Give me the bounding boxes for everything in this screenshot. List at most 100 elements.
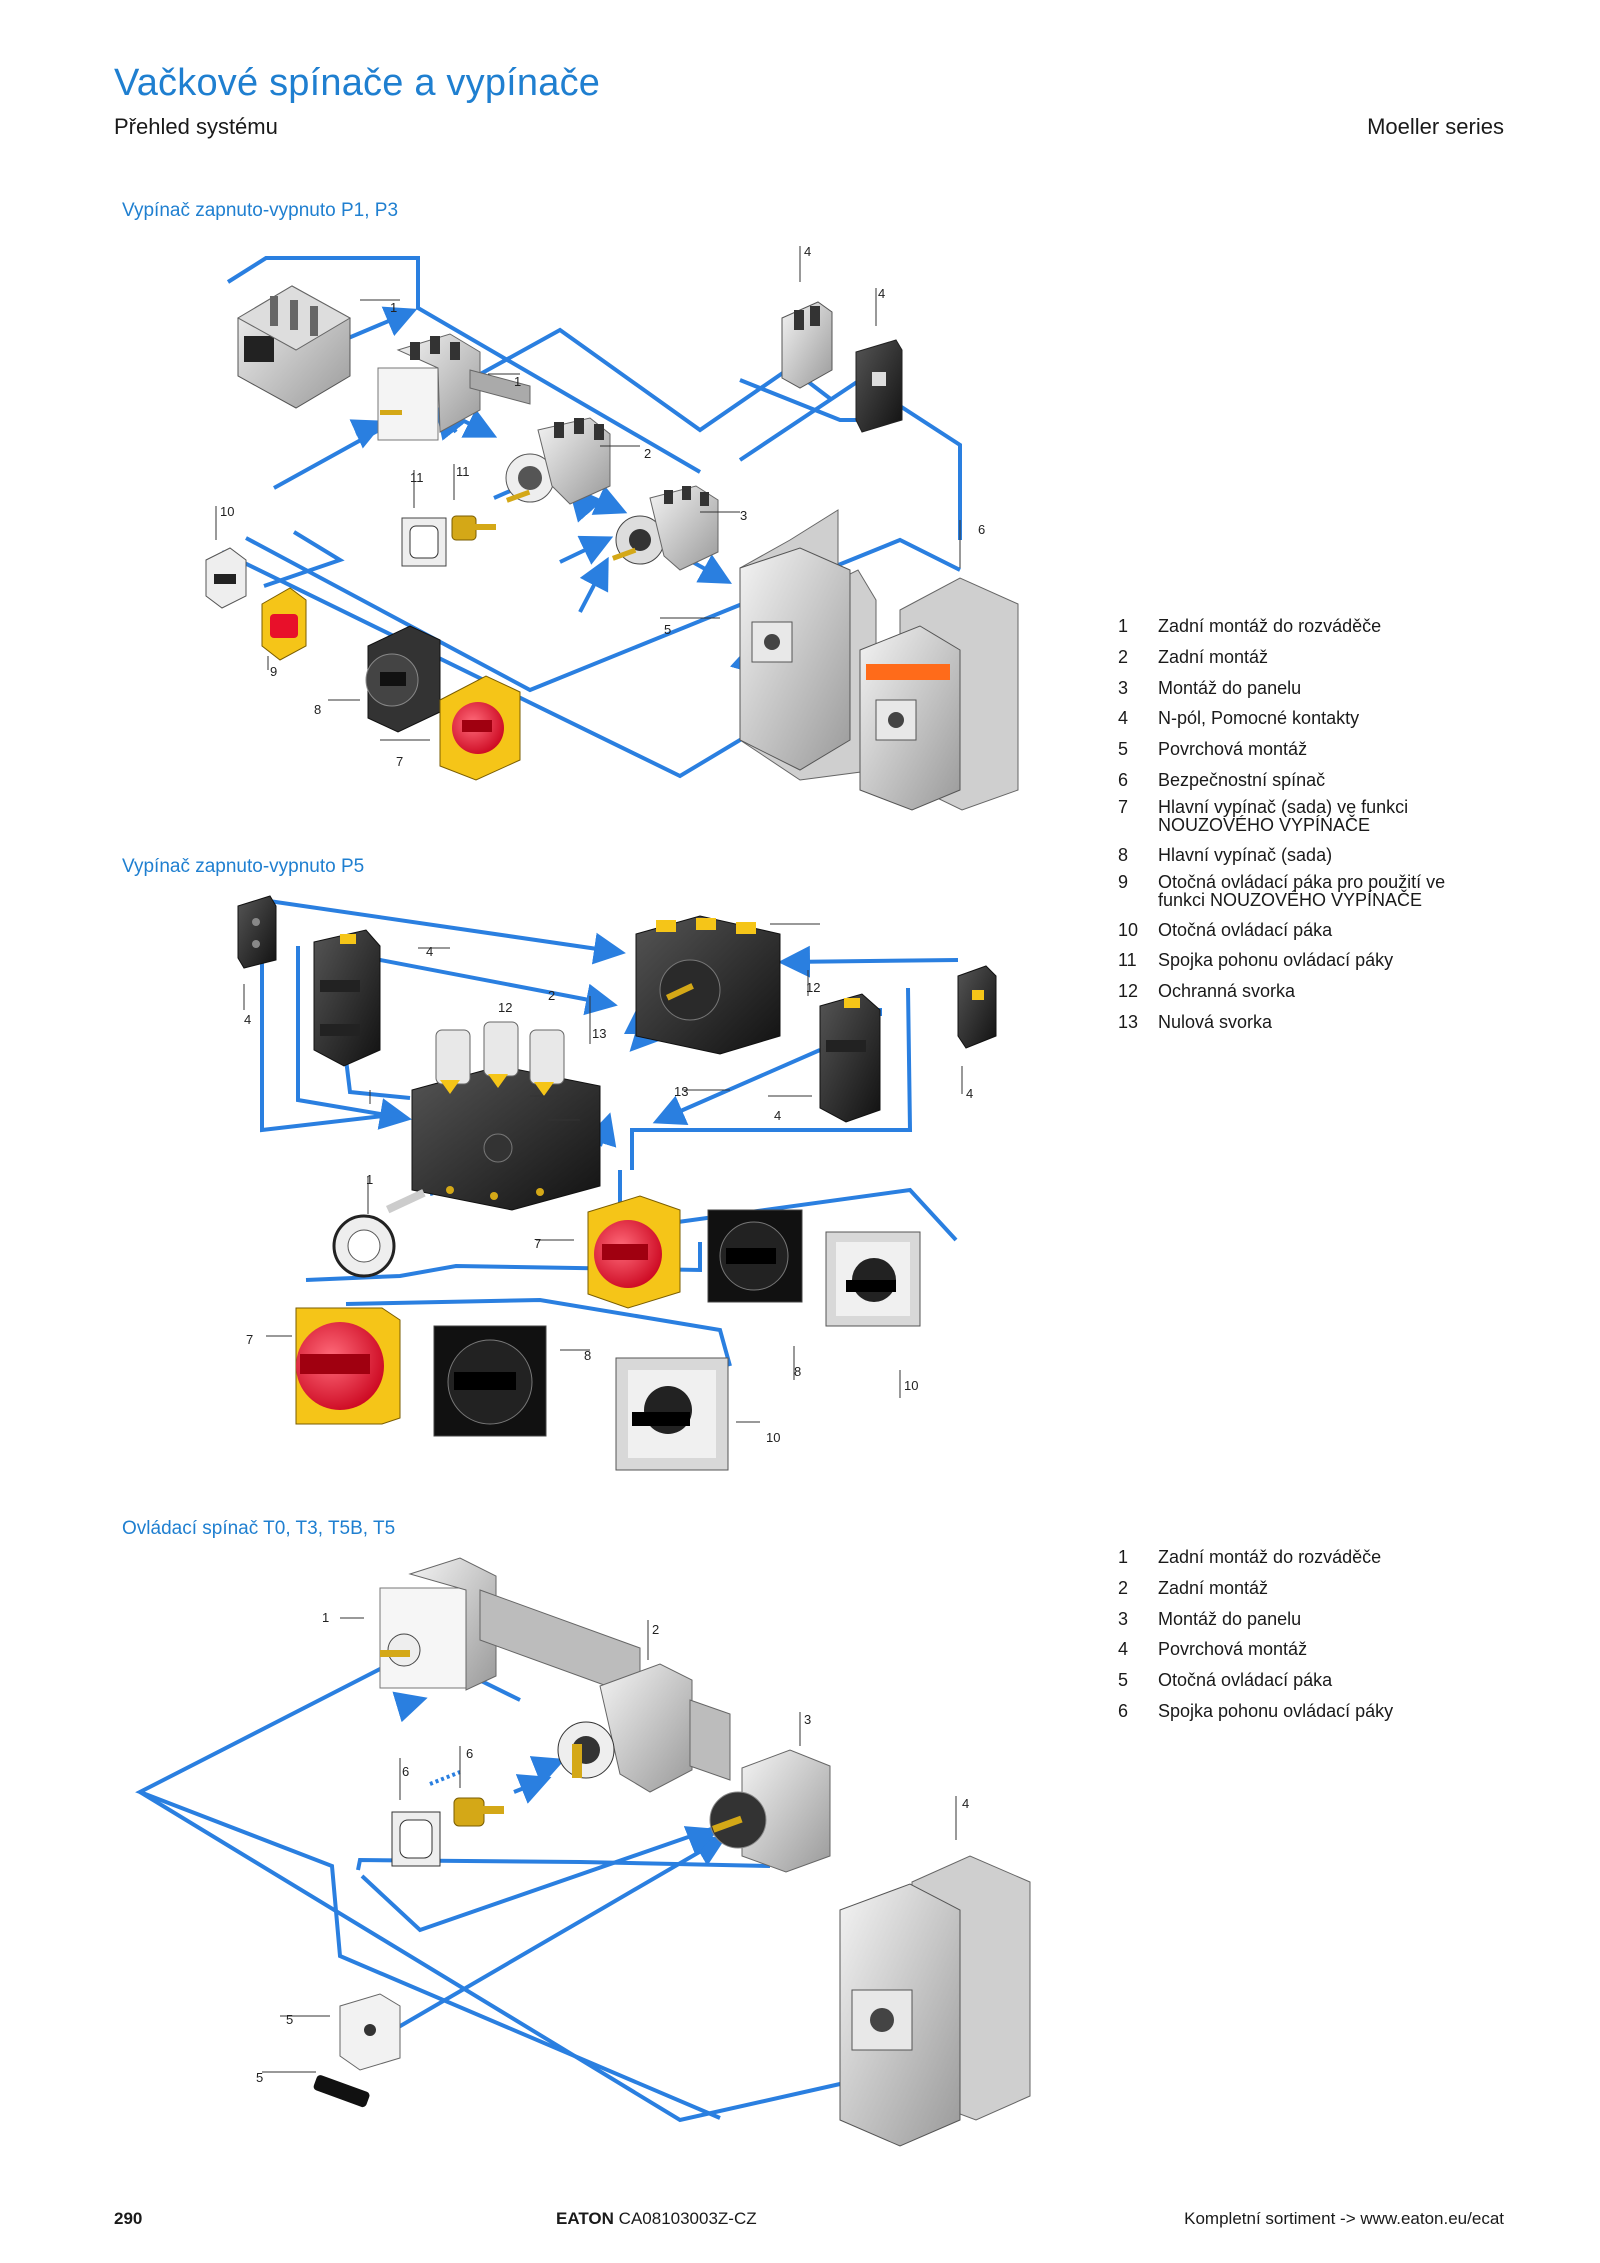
callout-p5-4c: 4 bbox=[774, 1108, 782, 1123]
callout-4a: 4 bbox=[804, 244, 812, 259]
callout-1a: 1 bbox=[390, 300, 398, 315]
callout-p5-13b: 13 bbox=[674, 1084, 689, 1099]
component-aux-contact-4c bbox=[819, 993, 881, 1123]
callout-p5-4b: 4 bbox=[244, 1012, 252, 1027]
callout-p5-8b: 8 bbox=[794, 1364, 802, 1379]
catalog-link[interactable]: Kompletní sortiment -> www.eaton.eu/ecat bbox=[1184, 2209, 1504, 2228]
component-aux-contact-4b bbox=[313, 929, 381, 1067]
callout-t-6b: 6 bbox=[466, 1746, 474, 1761]
callout-p5-7a: 7 bbox=[534, 1236, 542, 1251]
component-aux-contact bbox=[855, 339, 903, 433]
component-rotary-handle-10 bbox=[205, 547, 247, 609]
callout-3: 3 bbox=[740, 508, 748, 523]
callout-p5-2: 2 bbox=[548, 988, 556, 1003]
callout-t-5a: 5 bbox=[286, 2012, 294, 2027]
component-coupling-11b bbox=[451, 515, 496, 541]
callout-5: 5 bbox=[664, 622, 672, 637]
component-p5-base-switch bbox=[411, 1021, 601, 1211]
component-rear-mount-2 bbox=[505, 417, 611, 505]
connector-lines-t-series bbox=[135, 1634, 841, 2123]
component-n-pole-contact-1 bbox=[781, 301, 833, 389]
component-aux-block-4d bbox=[957, 965, 997, 1049]
component-rear-mount-1 bbox=[377, 333, 531, 441]
callout-t-2: 2 bbox=[652, 1622, 660, 1637]
callout-6: 6 bbox=[978, 522, 986, 537]
component-main-switch-8b bbox=[433, 1325, 547, 1437]
section-title-t-series: Ovládací spínač T0, T3, T5B, T5 bbox=[122, 1518, 396, 1539]
series-label: Moeller series bbox=[1367, 114, 1504, 139]
callout-p5-1: 1 bbox=[366, 1172, 374, 1187]
callout-11b: 11 bbox=[456, 464, 470, 479]
callout-leaders bbox=[215, 246, 963, 2073]
callout-4b: 4 bbox=[878, 286, 886, 301]
component-rear-mount-cabinet bbox=[236, 285, 352, 409]
callout-11a: 11 bbox=[410, 470, 424, 485]
component-safety-switch-6 bbox=[859, 577, 1019, 811]
component-aux-block-4a bbox=[237, 895, 277, 969]
component-emergency-switch-7b bbox=[295, 1307, 401, 1425]
callout-p5-12b: 12 bbox=[806, 980, 821, 995]
component-t-rear-cabinet bbox=[379, 1557, 641, 1699]
component-t-coupling-6a bbox=[391, 1811, 441, 1867]
callout-p5-12a: 12 bbox=[498, 1000, 513, 1015]
callout-8: 8 bbox=[314, 702, 322, 717]
component-rotary-handle-9 bbox=[261, 587, 307, 661]
component-coupling-1 bbox=[332, 1189, 426, 1278]
component-p5-panel-switch bbox=[635, 915, 781, 1055]
component-main-switch-8a bbox=[707, 1209, 803, 1303]
component-t-coupling-6b bbox=[453, 1797, 504, 1827]
callout-10: 10 bbox=[220, 504, 235, 519]
page-subtitle: Přehled systému bbox=[114, 114, 278, 139]
callout-t-1: 1 bbox=[322, 1610, 330, 1625]
callout-t-3: 3 bbox=[804, 1712, 812, 1727]
callout-7: 7 bbox=[396, 754, 404, 769]
footer-doc-id: EATON CA08103003Z-CZ bbox=[556, 2209, 757, 2229]
component-surface-enclosure-5 bbox=[739, 509, 877, 781]
callout-9: 9 bbox=[270, 664, 278, 679]
component-rotary-handle-10a bbox=[825, 1231, 921, 1327]
component-emergency-switch-7 bbox=[439, 675, 521, 781]
component-main-switch-8 bbox=[365, 625, 441, 733]
connector-lines-p1-p3 bbox=[221, 256, 962, 779]
page-number: 290 bbox=[114, 2209, 143, 2228]
component-t-surface-enclosure-4 bbox=[839, 1855, 1031, 2147]
section-title-p5: Vypínač zapnuto-vypnuto P5 bbox=[122, 856, 365, 877]
component-t-panel-3 bbox=[709, 1749, 831, 1873]
callout-t-5b: 5 bbox=[256, 2070, 264, 2085]
callout-p5-10a: 10 bbox=[904, 1378, 919, 1393]
catalog-code: CA08103003Z-CZ bbox=[618, 2209, 757, 2228]
callout-t-6a: 6 bbox=[402, 1764, 410, 1779]
callout-p5-4a: 4 bbox=[426, 944, 434, 959]
component-t-handle-5a bbox=[339, 1993, 401, 2071]
section-title-p1-p3: Vypínač zapnuto-vypnuto P1, P3 bbox=[122, 200, 399, 221]
callout-p5-8a: 8 bbox=[584, 1348, 592, 1363]
brand-name: EATON bbox=[556, 2209, 614, 2228]
component-coupling-11a bbox=[401, 517, 447, 567]
callout-2: 2 bbox=[644, 446, 652, 461]
callout-t-4: 4 bbox=[962, 1796, 970, 1811]
callout-1b: 1 bbox=[514, 374, 522, 389]
callout-p5-13a: 13 bbox=[592, 1026, 607, 1041]
callout-p5-7b: 7 bbox=[246, 1332, 254, 1347]
callout-p5-10b: 10 bbox=[766, 1430, 781, 1445]
